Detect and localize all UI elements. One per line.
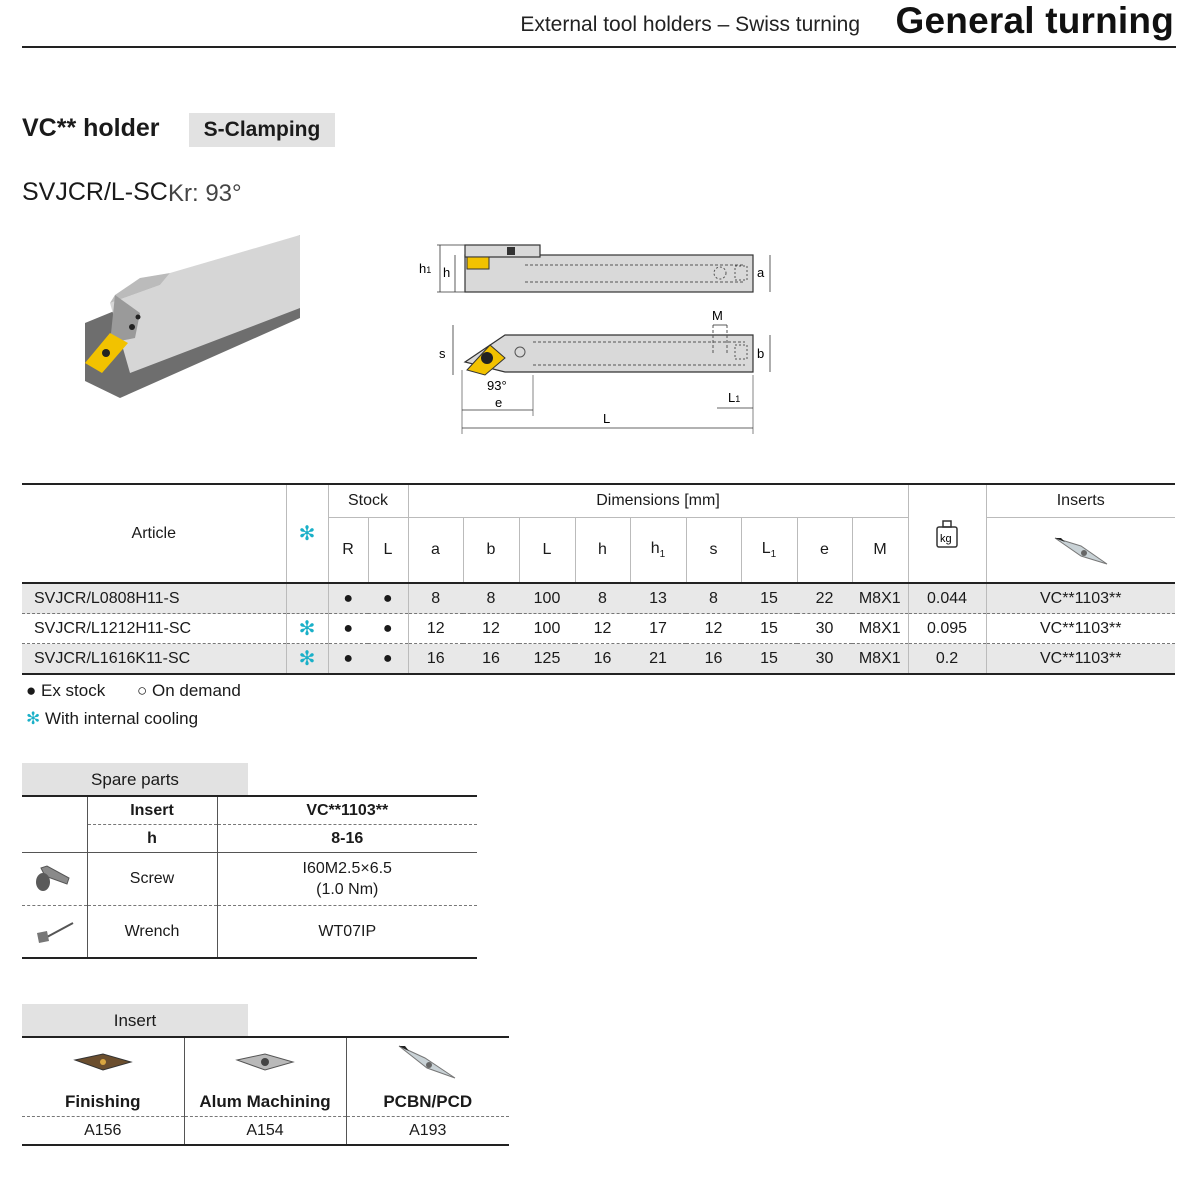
product-title: VC** holder (22, 114, 160, 142)
tool-holder-image (80, 233, 305, 403)
insert-alum-cell: Alum Machining (183, 1037, 346, 1117)
table-row: SVJCR/L1616K11-SC ✻ ● ● 16 16 125 16 21 … (22, 643, 1175, 675)
header-M: M (851, 517, 908, 583)
spare-parts-label: Spare parts (22, 763, 248, 795)
insert-table: Finishing Alum Machining PCBN/PCD A156 A… (22, 1036, 509, 1146)
dim-a: a (757, 265, 765, 280)
dim-b: b (757, 346, 764, 361)
alum-insert-icon (235, 1053, 295, 1071)
header-title: General turning (895, 0, 1174, 41)
dimensions-table: Article ✻ Stock Dimensions [mm] kg Inser… (22, 483, 1175, 675)
technical-drawing: h1 h a M s b 93° e L1 L (415, 230, 785, 440)
header-s: s (685, 517, 741, 583)
insert-finishing-cell: Finishing (22, 1037, 184, 1117)
svg-text:kg: kg (940, 533, 952, 545)
clamping-badge: S-Clamping (189, 113, 335, 147)
weight-kg-icon: kg (936, 519, 958, 548)
header-L: L (367, 517, 408, 583)
table-row: SVJCR/L1212H11-SC ✻ ● ● 12 12 100 12 17 … (22, 613, 1175, 644)
header-R: R (327, 517, 368, 583)
wrench-label: Wrench (86, 905, 217, 959)
legend-cooling: ✻ With internal cooling (26, 709, 199, 728)
header-article: Article (22, 483, 286, 583)
wrench-value: WT07IP (216, 905, 477, 959)
spare-insert-value: VC**1103** (216, 796, 477, 825)
vc-insert-icon (1054, 537, 1108, 565)
header-L1: L1 (740, 517, 797, 583)
finishing-insert-icon (72, 1053, 133, 1071)
wrench-icon (37, 921, 74, 943)
screw-icon (36, 865, 70, 891)
kr-angle: Kr: 93° (168, 180, 242, 207)
dim-angle: 93° (487, 378, 507, 393)
dim-e: e (495, 395, 502, 410)
dim-L: L (603, 411, 610, 426)
insert-finishing-page: A156 (22, 1116, 184, 1146)
insert-pcbn-cell: PCBN/PCD (345, 1037, 509, 1117)
spare-insert-label: Insert (86, 796, 217, 825)
spare-h-label: h (86, 824, 217, 853)
header-stock: Stock (327, 483, 408, 518)
dim-h: h (443, 265, 450, 280)
pcbn-insert-icon (398, 1045, 456, 1079)
wrench-image (22, 905, 87, 959)
screw-value: I60M2.5×6.5 (1.0 Nm) (216, 852, 477, 906)
screw-label: Screw (86, 852, 217, 906)
table-row: SVJCR/L0808H11-S ● ● 8 8 100 8 13 8 15 2… (22, 583, 1175, 614)
insert-pcbn-page: A193 (345, 1116, 509, 1146)
header-cooling-icon: ✻ (285, 483, 328, 583)
spare-parts-table: Insert VC**1103** h 8-16 Screw I60M2.5×6… (22, 795, 477, 959)
header-a: a (407, 517, 463, 583)
header-h1: h1 (629, 517, 686, 583)
model-name: SVJCR/L-SC (22, 178, 168, 206)
header-rule (22, 46, 1176, 48)
header-subtitle: External tool holders – Swiss turning (520, 13, 860, 36)
header-dimensions: Dimensions [mm] (407, 483, 908, 518)
legend-on-demand: ○ On demand (137, 681, 241, 700)
header-Ldim: L (518, 517, 575, 583)
dim-M: M (712, 308, 723, 323)
header-b: b (462, 517, 519, 583)
screw-image (22, 852, 87, 906)
insert-section-label: Insert (22, 1004, 248, 1036)
cooling-icon: ✻ (26, 709, 41, 728)
insert-alum-page: A154 (183, 1116, 346, 1146)
header-inserts: Inserts (985, 483, 1175, 518)
header-weight: kg (907, 483, 986, 583)
header-insert-image (985, 517, 1175, 583)
dim-s: s (439, 346, 446, 361)
header-e: e (796, 517, 852, 583)
dim-h1: h1 (419, 261, 431, 276)
header-h: h (574, 517, 630, 583)
dim-L1: L1 (728, 390, 740, 405)
spare-h-value: 8-16 (216, 824, 477, 853)
legend-ex-stock: ● Ex stock (26, 681, 106, 700)
